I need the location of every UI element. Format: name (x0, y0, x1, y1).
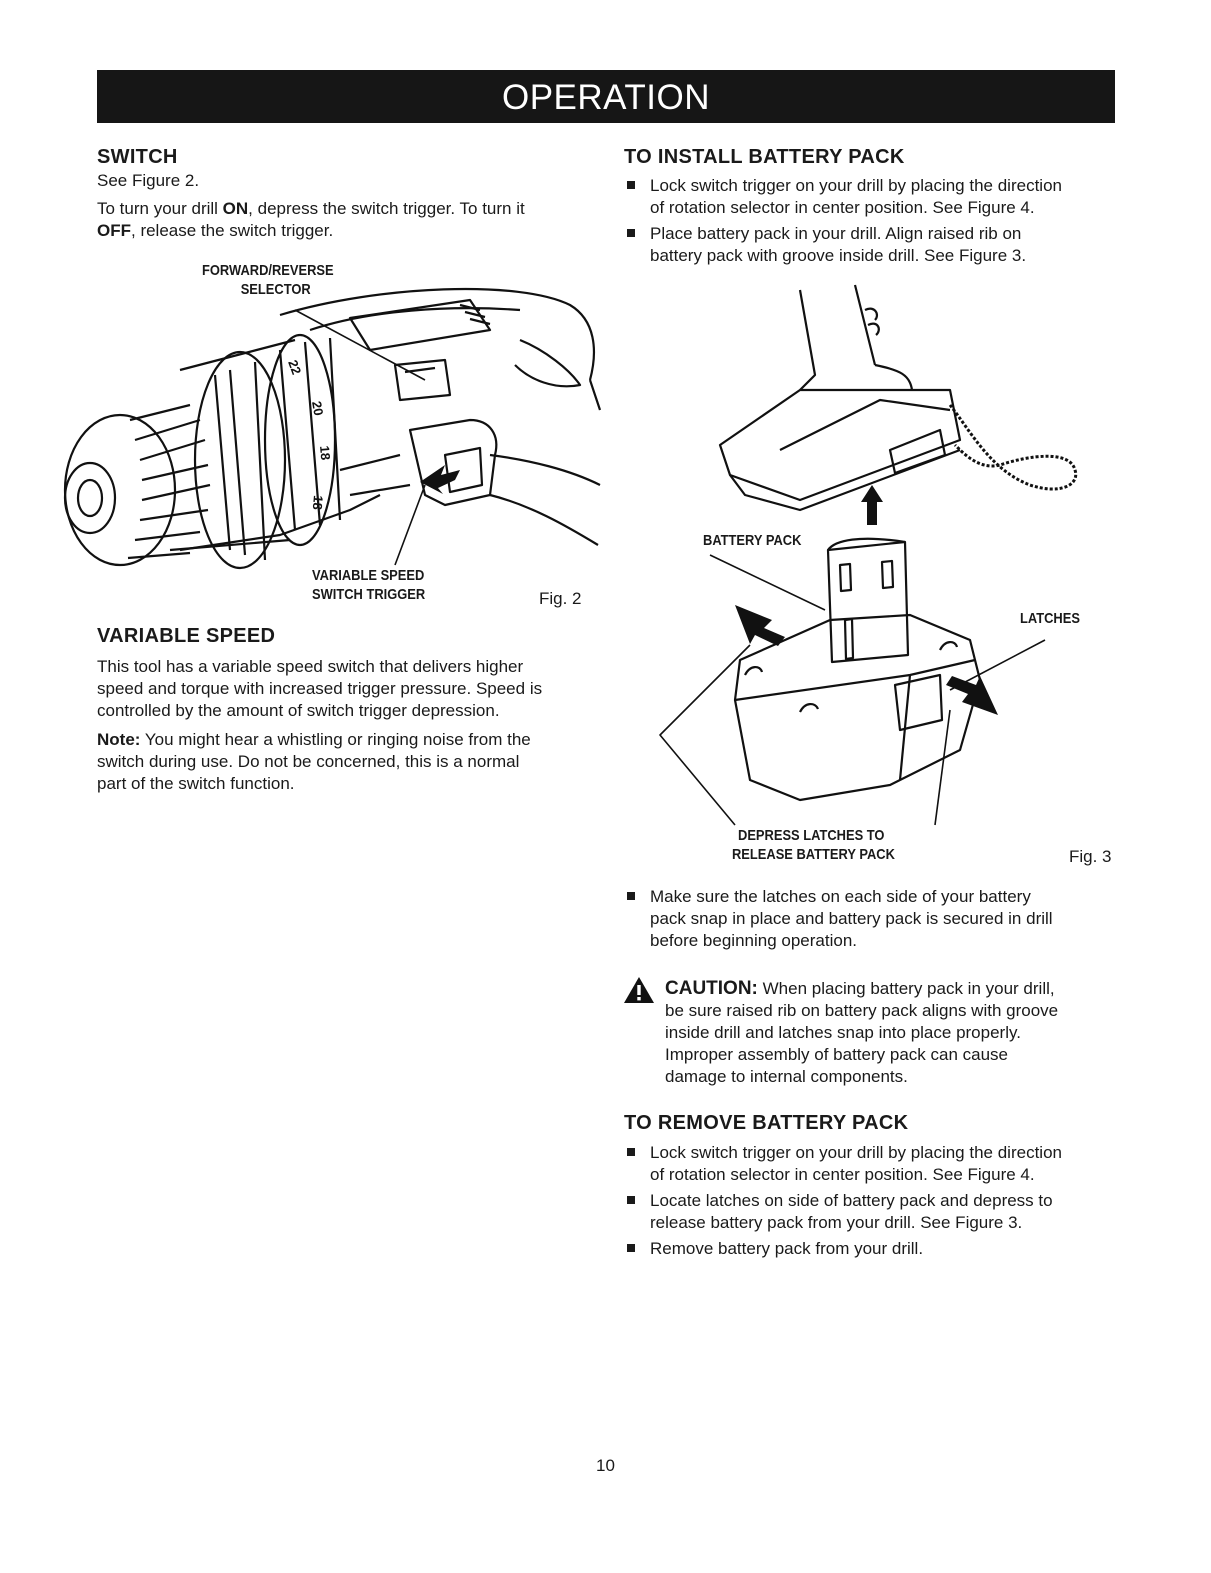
list-item: Remove battery pack from your drill. (624, 1238, 1144, 1260)
switch-heading: SWITCH (97, 146, 178, 168)
section-title: OPERATION (501, 78, 711, 117)
variable-speed-paragraph: This tool has a variable speed switch th… (97, 657, 543, 720)
warning-icon (624, 977, 654, 1003)
remove-heading: TO REMOVE BATTERY PACK (624, 1112, 909, 1134)
dial-number: 22 (285, 358, 304, 377)
list-item: Make sure the latches on each side of yo… (624, 886, 1144, 952)
fig2-label-selector: FORWARD/REVERSE SELECTOR (202, 262, 334, 298)
page-number: 10 (596, 1456, 615, 1475)
install-heading: TO INSTALL BATTERY PACK (624, 146, 905, 168)
fig3-label-latches: LATCHES (1020, 610, 1080, 627)
dial-number: 18 (310, 495, 326, 511)
fig3-label-battery: BATTERY PACK (703, 532, 802, 549)
caution-block: CAUTION: When placing battery pack in yo… (665, 978, 1059, 1086)
variable-speed-heading: VARIABLE SPEED (97, 625, 276, 647)
caution-label: CAUTION: (665, 978, 758, 999)
fig3-label-depress: DEPRESS LATCHES TO RELEASE BATTERY PACK (731, 827, 895, 863)
switch-see-figure: See Figure 2. (97, 171, 200, 190)
remove-steps: Lock switch trigger on your drill by pla… (624, 1142, 1144, 1264)
list-item: Locate latches on side of battery pack a… (624, 1190, 1144, 1234)
section-banner: OPERATION (97, 70, 1115, 123)
dial-number: 20 (309, 400, 326, 417)
fig3-caption: Fig. 3 (1069, 847, 1112, 866)
install-steps: Lock switch trigger on your drill by pla… (624, 175, 1144, 271)
fig2-caption: Fig. 2 (539, 589, 582, 608)
list-item: Lock switch trigger on your drill by pla… (624, 175, 1144, 219)
fig3-battery-illustration (659, 284, 1078, 826)
latch-check-step: Make sure the latches on each side of yo… (624, 886, 1144, 956)
fig2-drill-illustration: 22 20 18 18 (63, 287, 602, 570)
switch-paragraph: To turn your drill ON, depress the switc… (97, 199, 525, 240)
variable-speed-note: Note: You might hear a whistling or ring… (97, 730, 531, 793)
fig2-label-trigger: VARIABLE SPEED SWITCH TRIGGER (312, 567, 426, 603)
list-item: Lock switch trigger on your drill by pla… (624, 1142, 1144, 1186)
dial-number: 18 (317, 445, 333, 461)
list-item: Place battery pack in your drill. Align … (624, 223, 1144, 267)
